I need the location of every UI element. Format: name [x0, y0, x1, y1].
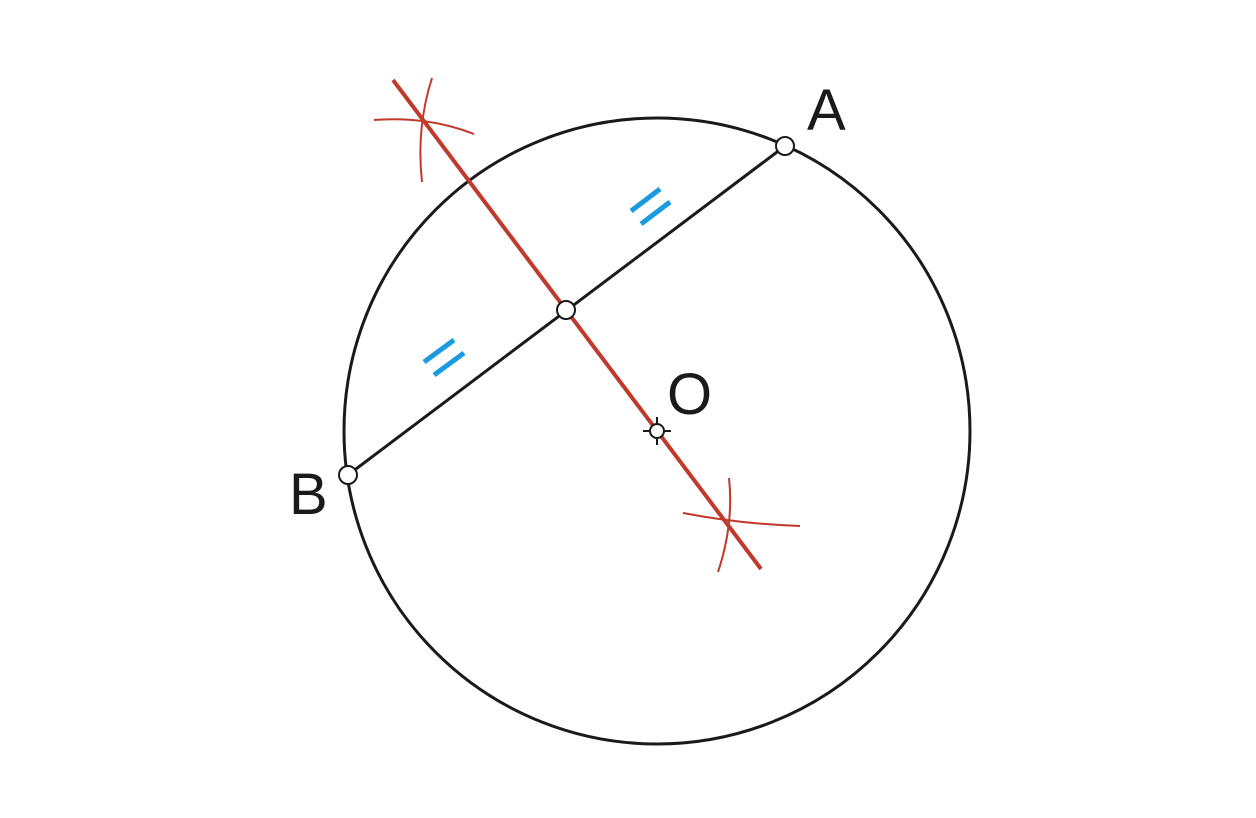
- label-o: O: [667, 362, 712, 427]
- label-b: B: [289, 462, 328, 527]
- point-a: [775, 136, 795, 156]
- perpendicular-bisector: [391, 78, 763, 571]
- equal-marks-lower: [422, 337, 466, 378]
- construction-arc-bottom-1: [682, 512, 801, 527]
- circle: [342, 116, 972, 746]
- construction-arc-bottom-2: [717, 477, 732, 573]
- construction-arc-top-2: [419, 77, 433, 183]
- point-b: [338, 465, 358, 485]
- label-a: A: [807, 78, 846, 143]
- construction-arc-top-1: [373, 118, 475, 135]
- center-point: [649, 423, 665, 439]
- midpoint: [556, 300, 576, 320]
- equal-marks-upper: [629, 187, 672, 226]
